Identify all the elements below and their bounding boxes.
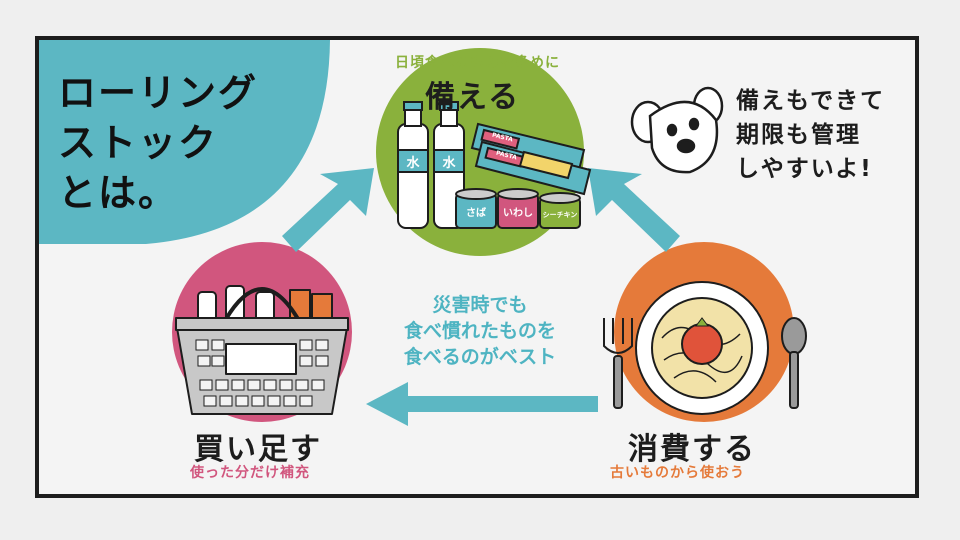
consume-subtitle: 古いものから使おう xyxy=(610,465,745,481)
spoon-icon xyxy=(781,317,807,409)
arrow-icon xyxy=(366,382,598,426)
bottle-label: 水 xyxy=(406,155,420,171)
prepare-subtitle: 日頃食べるものを多めに xyxy=(395,55,560,71)
restock-subtitle: 使った分だけ補充 xyxy=(190,465,310,481)
speech-line: 備えもできて xyxy=(736,88,886,114)
prepare-label: 備える xyxy=(425,80,521,115)
consume-label: 消費する xyxy=(628,432,756,467)
bottle-label: 水 xyxy=(442,155,456,171)
title-line: ストック xyxy=(58,121,219,165)
can-label: シーチキン xyxy=(543,211,578,219)
title-line: とは。 xyxy=(58,171,179,215)
water-bottle-icon xyxy=(397,101,465,229)
can-label: さば xyxy=(466,206,486,219)
center-message: 災害時でも 食べ慣れたものを 食べるのがベスト xyxy=(380,292,580,370)
center-line: 食べるのがベスト xyxy=(403,346,557,368)
pasta-label: PASTA xyxy=(491,132,513,144)
restock-label: 買い足す xyxy=(194,432,322,467)
arrow-icon xyxy=(282,168,374,252)
title-corner-shape xyxy=(39,40,330,244)
spaghetti-plate-icon xyxy=(635,281,769,415)
can-icon xyxy=(455,188,581,229)
dog-speech: 備えもできて 期限も管理 しやすいよ! xyxy=(736,84,885,186)
pasta-icon xyxy=(470,122,592,196)
fork-icon xyxy=(603,318,633,409)
title-line: ローリング xyxy=(58,71,259,115)
speech-line: しやすいよ! xyxy=(736,156,873,182)
can-label: いわし xyxy=(503,207,533,219)
dog-icon xyxy=(630,86,724,174)
center-line: 食べ慣れたものを xyxy=(403,320,556,342)
pasta-label: PASTA xyxy=(495,150,517,162)
speech-line: 期限も管理 xyxy=(736,122,861,148)
center-line: 災害時でも xyxy=(432,294,528,316)
basket-grid xyxy=(195,339,329,407)
diagram-title: ローリング ストック とは。 xyxy=(58,68,258,218)
arrow-icon xyxy=(588,168,680,252)
